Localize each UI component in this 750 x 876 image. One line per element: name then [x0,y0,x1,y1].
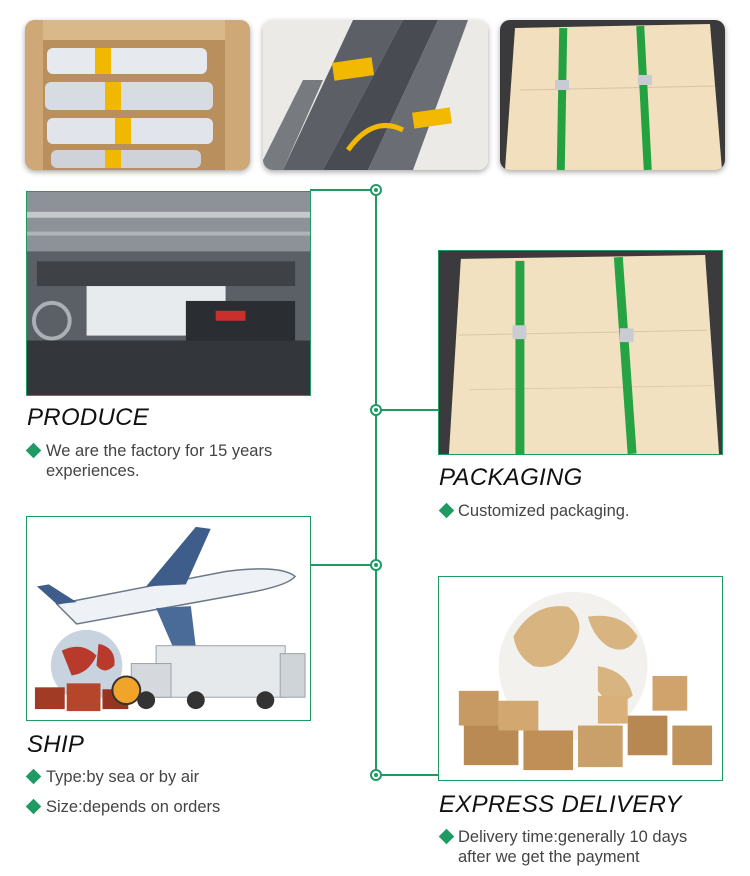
packaging-bullet-icon [438,502,455,519]
ship-item-size: Size:depends on orders [46,798,221,816]
photo-wrapped-rolls [263,20,488,170]
timeline-node-ship [370,559,382,571]
packaging-image [438,250,723,455]
packaging-heading: PACKAGING [439,464,583,491]
produce-heading: PRODUCE [27,404,150,431]
express-delivery-heading: EXPRESS DELIVERY [439,791,682,818]
produce-factory-image [26,191,311,396]
produce-text-line-1: We are the factory for 15 years [46,442,273,460]
packaging-text-line-1: Customized packaging. [458,502,630,520]
timeline-node-packaging [370,404,382,416]
produce-bullet-icon [25,442,42,459]
timeline-node-produce [370,184,382,196]
timeline-node-express [370,769,382,781]
connector-produce [310,189,375,191]
produce-text-line-2: experiences. [46,462,140,480]
connector-ship [310,564,375,566]
ship-bullet-icon-2 [25,798,42,815]
express-delivery-image [438,576,723,781]
ship-image [26,516,311,721]
express-text-line-1: Delivery time:generally 10 days [458,828,688,846]
connector-express [376,774,438,776]
ship-heading: SHIP [27,731,85,758]
express-bullet-icon [438,828,455,845]
timeline-line [375,190,377,776]
ship-bullet-icon-1 [25,768,42,785]
express-text-line-2: after we get the payment [458,848,640,866]
connector-packaging [376,409,438,411]
ship-item-type: Type:by sea or by air [46,768,200,786]
photo-strapped-board [500,20,725,170]
photo-wooden-crate-rolls [25,20,250,170]
